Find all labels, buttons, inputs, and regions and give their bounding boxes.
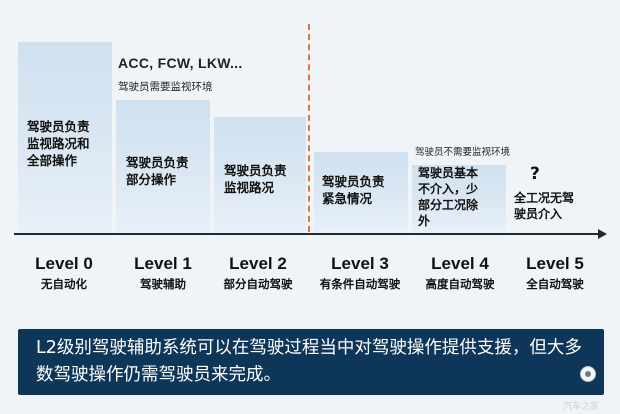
level-0-description: 驾驶员负责 监视路况和 全部操作 [27, 119, 90, 168]
caption-box: L2级别驾驶辅助系统可以在驾驶过程当中对驾驶操作提供支援，但大多数驾驶操作仍需驾… [18, 329, 604, 395]
monitor-required-label: 驾驶员需要监视环境 [118, 81, 213, 93]
level-5-question-mark: ? [530, 164, 540, 184]
level-1-subtitle: 驾驶辅助 [140, 277, 186, 291]
level-4-title: Level 4 [431, 254, 489, 273]
level-2-description: 驾驶员负责 监视路况 [224, 163, 287, 195]
level-4-label: Level 4 高度自动驾驶 [410, 254, 510, 292]
level-3-description: 驾驶员负责 紧急情况 [322, 174, 385, 206]
level-0-title: Level 0 [35, 254, 93, 273]
level-4-bar [412, 165, 506, 233]
level-5-subtitle: 全自动驾驶 [526, 277, 584, 291]
watermark-text: 汽车之家 [563, 402, 600, 412]
level-5-description: 全工况无驾 驶员介入 [514, 191, 575, 221]
monitoring-divider-line [308, 24, 310, 232]
level-4-description: 驾驶员基本 不介入，少 部分工况除 外 [418, 166, 479, 228]
level-2-bar [214, 117, 306, 233]
level-4-subtitle: 高度自动驾驶 [425, 277, 495, 291]
level-5-label: Level 5 全自动驾驶 [505, 254, 605, 292]
level-1-bar [116, 100, 210, 233]
level-2-title: Level 2 [229, 254, 287, 273]
autohome-logo-icon [580, 366, 596, 382]
level-5-title: Level 5 [526, 254, 584, 273]
caption-text: L2级别驾驶辅助系统可以在驾驶过程当中对驾驶操作提供支援，但大多数驾驶操作仍需驾… [36, 338, 582, 385]
level-3-bar [314, 152, 408, 233]
level-0-bar [18, 42, 112, 233]
level-3-subtitle: 有条件自动驾驶 [319, 277, 401, 291]
level-2-label: Level 2 部分自动驾驶 [208, 254, 308, 292]
level-axis [14, 233, 600, 235]
level-1-title: Level 1 [134, 254, 192, 273]
axis-arrow-icon [598, 229, 607, 239]
level-2-subtitle: 部分自动驾驶 [223, 277, 293, 291]
level-3-title: Level 3 [331, 254, 389, 273]
adas-features-label: ACC, FCW, LKW... [118, 55, 243, 71]
level-1-label: Level 1 驾驶辅助 [115, 254, 211, 292]
monitor-not-required-label: 驾驶员不需要监视环境 [415, 147, 511, 158]
level-1-description: 驾驶员负责 部分操作 [126, 155, 189, 187]
level-3-label: Level 3 有条件自动驾驶 [308, 254, 412, 292]
level-0-subtitle: 无自动化 [41, 277, 87, 291]
level-0-label: Level 0 无自动化 [16, 254, 112, 292]
